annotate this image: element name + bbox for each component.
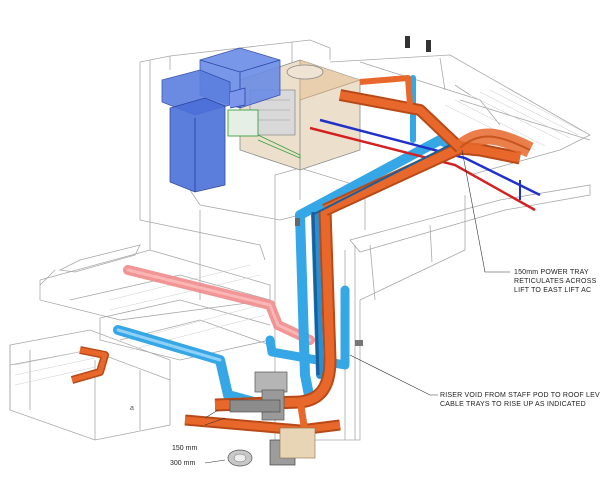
conduits [309, 118, 541, 212]
heating-pipe [123, 265, 315, 345]
annotation-leaders [204, 149, 510, 464]
riser-void-note: RISER VOID FROM STAFF POD TO ROOF LEVEL.… [440, 391, 600, 409]
power-tray-note-line-3: LIFT TO EAST LIFT AC [514, 287, 592, 294]
dimension-300: 300 mm [170, 460, 196, 467]
pump-assembly [227, 371, 316, 467]
cable-tray-riser [70, 75, 534, 436]
dimension-150: 150 mm [172, 445, 198, 452]
riser-void-note-line-1: RISER VOID FROM STAFF POD TO ROOF LEVEL. [440, 392, 600, 399]
power-tray-note-line-1: 150mm POWER TRAY [514, 269, 589, 276]
riser-void-note-line-2: CABLE TRAYS TO RISE UP AS INDICATED [440, 401, 586, 408]
power-tray-note-line-2: RETICULATES ACROSS [514, 278, 597, 285]
hvac-duct-units [161, 47, 281, 193]
cable-tray-secondary [311, 144, 451, 376]
walkway-grating [14, 264, 266, 386]
riser-fittings [295, 36, 431, 346]
fan-coil-unit [227, 109, 301, 159]
power-tray-note: 150mm POWER TRAY RETICULATES ACROSS LIFT… [514, 268, 596, 295]
floor-marker: a [130, 405, 134, 412]
